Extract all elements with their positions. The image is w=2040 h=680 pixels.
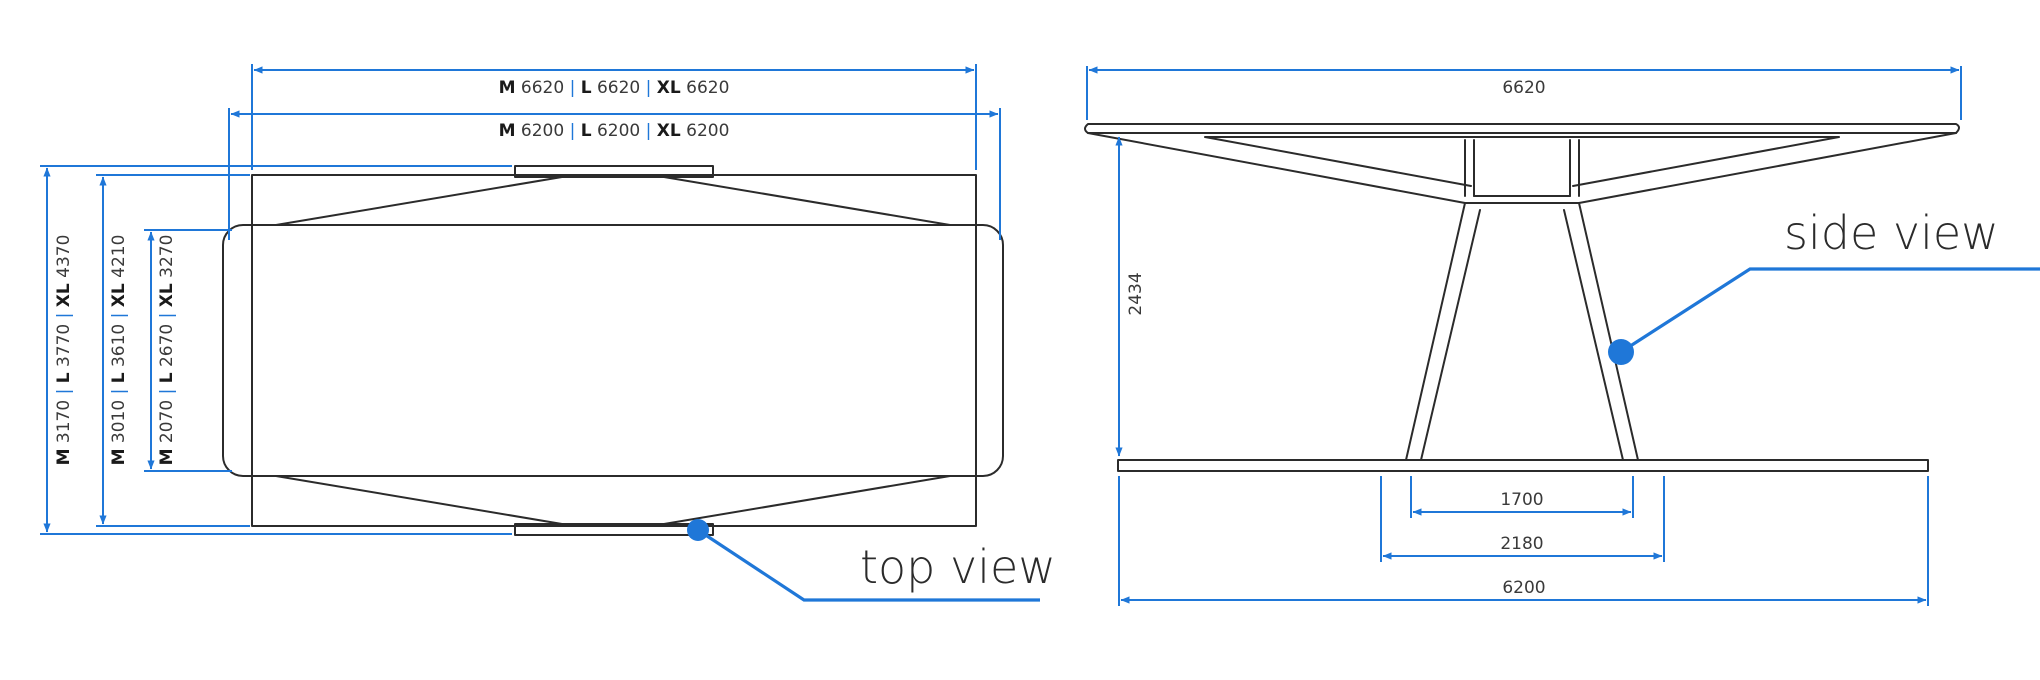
top-view-label: top view bbox=[860, 540, 1056, 594]
top-view-panel bbox=[222, 224, 1004, 477]
top-view-callout: top view bbox=[687, 519, 1056, 602]
base-total-label: 6200 bbox=[1502, 578, 1545, 598]
side-view-drawing bbox=[1084, 123, 1960, 472]
length-inner-label: M 6200 | L 6200 | XL 6200 bbox=[499, 121, 730, 141]
side-view-leader-line bbox=[1620, 267, 2040, 354]
top-view-dimensions bbox=[40, 64, 1001, 535]
width-middle-label: M 3010 | L 3610 | XL 4210 bbox=[109, 235, 129, 466]
top-view-marker-dot bbox=[687, 519, 709, 541]
side-column-block bbox=[1464, 139, 1580, 197]
top-foot-plate bbox=[514, 165, 714, 178]
base-inner-label: 1700 bbox=[1500, 490, 1543, 510]
side-column-ties bbox=[1464, 195, 1580, 204]
side-view-label: side view bbox=[1784, 206, 1999, 260]
base-outer-label: 2180 bbox=[1500, 534, 1543, 554]
length-outer-label: M 6620 | L 6620 | XL 6620 bbox=[499, 78, 730, 98]
side-base bbox=[1117, 459, 1929, 472]
side-left-leg bbox=[1405, 202, 1481, 461]
top-view-drawing bbox=[222, 165, 1004, 536]
top-view-frame bbox=[251, 174, 977, 527]
side-height-label: 2434 bbox=[1126, 272, 1146, 315]
side-view-marker-dot bbox=[1608, 339, 1634, 365]
width-inner-label: M 2070 | L 2670 | XL 3270 bbox=[157, 235, 177, 466]
top-braces bbox=[275, 176, 951, 226]
side-inner-frame bbox=[1204, 136, 1840, 187]
side-view-callout: side view bbox=[1608, 206, 2040, 365]
width-outer-label: M 3170 | L 3770 | XL 4370 bbox=[54, 235, 74, 466]
side-view-dimensions bbox=[1086, 66, 1962, 606]
bottom-foot-plate bbox=[514, 523, 714, 536]
side-underside bbox=[1087, 132, 1957, 204]
side-tabletop bbox=[1084, 123, 1960, 134]
side-top-width-label: 6620 bbox=[1502, 78, 1545, 98]
bottom-braces bbox=[275, 475, 951, 525]
top-view-leader-line bbox=[697, 528, 1040, 602]
side-right-leg bbox=[1563, 202, 1639, 461]
